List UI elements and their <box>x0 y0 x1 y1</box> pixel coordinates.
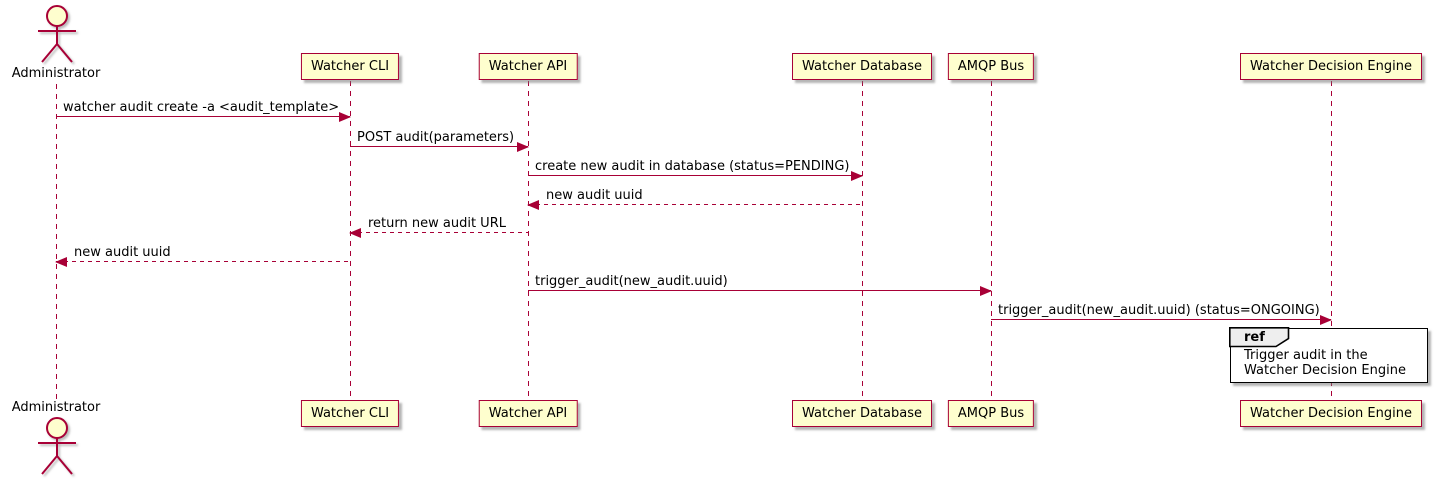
message-line <box>350 146 528 147</box>
message-trigger-audit: trigger_audit(new_audit.uuid) <box>528 273 992 296</box>
actor-icon <box>35 4 79 68</box>
lifeline-watcher-database <box>862 81 863 400</box>
lifeline-watcher-cli <box>350 81 351 400</box>
message-new-audit-uuid-cli: new audit uuid <box>55 244 350 267</box>
message-line <box>528 290 991 291</box>
message-new-audit-uuid-cli-label: new audit uuid <box>74 245 171 260</box>
participant-watcher-cli-top: Watcher CLI <box>300 53 400 80</box>
message-trigger-audit-ongoing: trigger_audit(new_audit.uuid) (status=ON… <box>991 302 1332 325</box>
participant-watcher-database-bottom: Watcher Database <box>792 400 932 427</box>
ref-fragment: ref Trigger audit in the Watcher Decisio… <box>1229 327 1428 383</box>
participant-watcher-api-top: Watcher API <box>478 53 578 80</box>
arrowhead-left-icon <box>55 257 67 267</box>
message-line-dashed <box>56 261 350 262</box>
actor-label-bottom: Administrator <box>11 400 101 415</box>
actor-label-top: Administrator <box>11 66 101 81</box>
message-create-audit-db-label: create new audit in database (status=PEN… <box>535 159 850 174</box>
lifeline-watcher-api <box>528 81 529 400</box>
ref-body-line1: Trigger audit in the <box>1244 348 1368 363</box>
arrowhead-left-icon <box>349 228 361 238</box>
participant-watcher-decision-engine-top: Watcher Decision Engine <box>1240 53 1422 80</box>
message-line <box>528 175 862 176</box>
message-post-audit-label: POST audit(parameters) <box>357 130 515 145</box>
participant-amqp-bus-top: AMQP Bus <box>947 53 1035 80</box>
ref-body-line2: Watcher Decision Engine <box>1244 363 1406 378</box>
message-trigger-audit-ongoing-label: trigger_audit(new_audit.uuid) (status=ON… <box>998 303 1320 318</box>
message-line <box>991 319 1331 320</box>
lifeline-watcher-decision-engine <box>1331 81 1332 400</box>
participant-watcher-api-bottom: Watcher API <box>478 400 578 427</box>
ref-body: Trigger audit in the Watcher Decision En… <box>1244 348 1406 378</box>
lifeline-administrator <box>56 84 57 400</box>
ref-tab-icon <box>1229 327 1290 348</box>
message-return-audit-url-label: return new audit URL <box>368 216 506 231</box>
message-audit-create: watcher audit create -a <audit_template> <box>56 99 351 122</box>
message-post-audit: POST audit(parameters) <box>350 129 529 152</box>
lifeline-amqp-bus <box>991 81 992 400</box>
participant-amqp-bus-bottom: AMQP Bus <box>947 400 1035 427</box>
participant-watcher-cli-bottom: Watcher CLI <box>300 400 400 427</box>
message-audit-create-label: watcher audit create -a <audit_template> <box>63 100 340 115</box>
arrowhead-left-icon <box>527 200 539 210</box>
participant-watcher-decision-engine-bottom: Watcher Decision Engine <box>1240 400 1422 427</box>
ref-keyword: ref <box>1244 330 1265 345</box>
message-new-audit-uuid-db-label: new audit uuid <box>546 188 643 203</box>
arrowhead-right-icon <box>1320 315 1332 325</box>
arrowhead-right-icon <box>980 286 992 296</box>
message-trigger-audit-label: trigger_audit(new_audit.uuid) <box>535 274 728 289</box>
message-line <box>56 116 350 117</box>
participant-watcher-database-top: Watcher Database <box>792 53 932 80</box>
arrowhead-right-icon <box>517 142 529 152</box>
message-create-audit-db: create new audit in database (status=PEN… <box>528 158 863 181</box>
message-new-audit-uuid-db: new audit uuid <box>527 187 862 210</box>
message-line-dashed <box>528 204 862 205</box>
arrowhead-right-icon <box>851 171 863 181</box>
message-return-audit-url: return new audit URL <box>349 215 528 238</box>
message-line-dashed <box>350 232 528 233</box>
arrowhead-right-icon <box>339 112 351 122</box>
actor-icon <box>35 416 79 480</box>
